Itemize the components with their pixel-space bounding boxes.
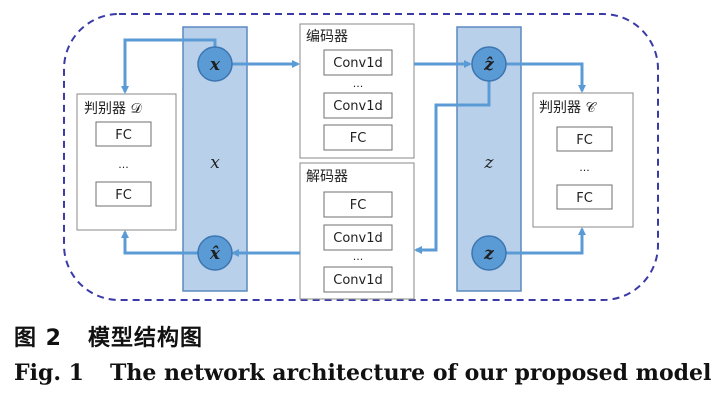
discriminator-d-label: 判别器 𝒟 — [84, 101, 142, 117]
caption-cn-title: 模型结构图 — [87, 326, 203, 351]
discriminator-c-layer-3: FC — [576, 191, 593, 206]
node-z — [471, 235, 507, 271]
encoder-conv1d-bottom — [323, 92, 393, 119]
encoder-label: 编码器 — [306, 29, 348, 45]
discriminator-d-box — [76, 93, 177, 231]
z-column-label: z — [484, 153, 495, 173]
arrow-x-hat-to-discriminator-d — [121, 230, 199, 255]
caption-en-title: The network architecture of our proposed… — [110, 360, 712, 386]
decoder-label: 解码器 — [306, 169, 348, 185]
arrow-x-to-discriminator-d — [121, 38, 217, 94]
node-x-hat-label: x̂ — [209, 244, 221, 264]
decoder-layer-2: Conv1d — [333, 231, 383, 246]
arrow-z-hat-to-decoder — [414, 80, 491, 254]
discriminator-c-fc-top — [556, 126, 613, 152]
caption-cn-number: 图 2 — [14, 326, 62, 351]
discriminator-d-layer-1: FC — [115, 128, 132, 143]
decoder-conv1d-bottom — [323, 266, 393, 293]
arrow-z-hat-to-discriminator-c — [505, 62, 586, 93]
x-column-label: x — [210, 153, 220, 173]
caption-en-number: Fig. 1 — [14, 360, 84, 386]
discriminator-d-layer-ellipsis: ... — [118, 158, 129, 171]
encoder-fc — [323, 124, 393, 151]
discriminator-d-layer-3: FC — [115, 188, 132, 203]
node-x-hat — [197, 235, 233, 271]
decoder-layer-4: Conv1d — [333, 273, 383, 288]
discriminator-c-fc-bottom — [556, 184, 613, 210]
discriminator-c-layer-1: FC — [576, 133, 593, 148]
decoder-fc — [323, 191, 393, 218]
node-x — [197, 46, 233, 82]
caption-chinese: 图 2 模型结构图 — [14, 320, 203, 352]
node-z-hat-label: ẑ — [483, 55, 494, 75]
discriminator-c-label: 判别器 𝒞 — [539, 100, 597, 116]
encoder-layer-1: Conv1d — [333, 56, 383, 71]
encoder-layer-3: Conv1d — [333, 99, 383, 114]
decoder-layer-1: FC — [350, 198, 367, 213]
discriminator-d-fc-top — [95, 121, 152, 147]
decoder-conv1d-top — [323, 224, 393, 251]
caption-english: Fig. 1 The network architecture of our pr… — [14, 360, 711, 386]
node-z-label: z — [483, 244, 494, 264]
decoder-layer-ellipsis: ... — [353, 250, 364, 263]
discriminator-d-fc-bottom — [95, 181, 152, 207]
outer-dashed-border — [63, 13, 659, 301]
encoder-conv1d-top — [323, 49, 393, 76]
arrow-z-to-discriminator-c — [505, 227, 586, 255]
encoder-layer-ellipsis: ... — [353, 77, 364, 90]
node-x-label: x — [209, 55, 221, 75]
node-z-hat — [471, 46, 507, 82]
encoder-layer-4: FC — [350, 131, 367, 146]
discriminator-c-layer-ellipsis: ... — [579, 161, 590, 174]
